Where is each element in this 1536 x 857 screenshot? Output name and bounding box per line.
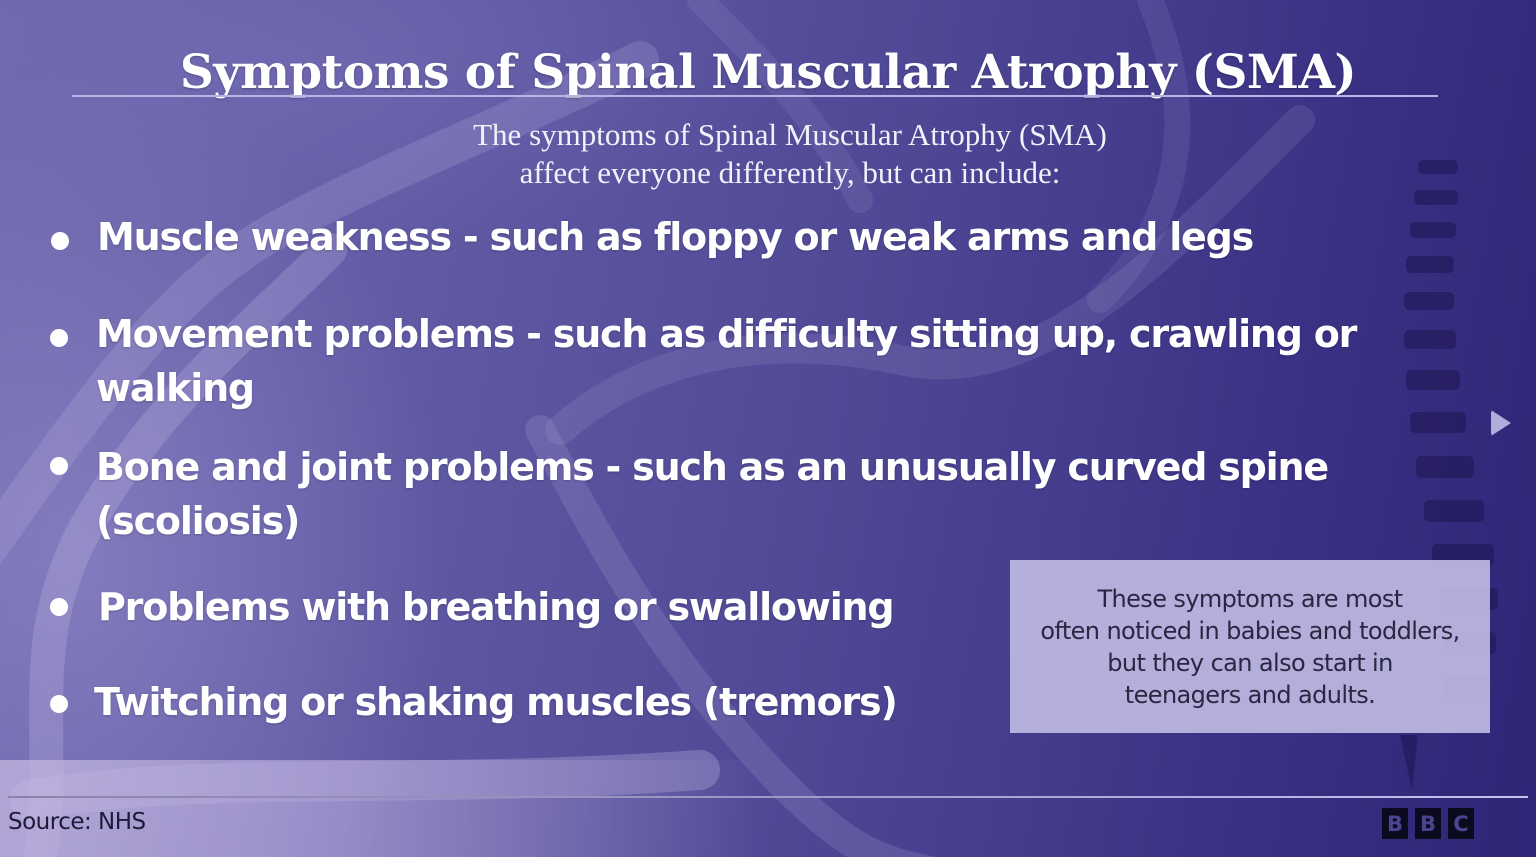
footer-background	[0, 760, 760, 857]
list-item: Muscle weakness - such as floppy or weak…	[51, 210, 1377, 264]
intro-line-2: affect everyone differently, but can inc…	[519, 155, 1061, 190]
title-divider	[72, 95, 1438, 97]
list-item-text: Problems with breathing or swallowing	[98, 585, 895, 629]
bullet-dot-icon	[51, 232, 69, 250]
bbc-logo-block-b1: B	[1382, 808, 1408, 839]
list-item-text: Movement problems - such as difficulty s…	[96, 312, 1357, 410]
bbc-logo: B B C	[1382, 808, 1474, 839]
list-item-text: Bone and joint problems - such as an unu…	[96, 445, 1329, 543]
list-item: Problems with breathing or swallowing	[50, 580, 978, 634]
info-note-box: These symptoms are most often noticed in…	[1010, 560, 1490, 733]
list-item: Twitching or shaking muscles (tremors)	[50, 675, 974, 729]
intro-line-1: The symptoms of Spinal Muscular Atrophy …	[473, 117, 1107, 152]
symptom-list: Muscle weakness - such as floppy or weak…	[50, 210, 1396, 729]
list-item: Bone and joint problems - such as an unu…	[50, 440, 1396, 548]
info-note-text: These symptoms are most often noticed in…	[1040, 584, 1460, 709]
list-item-text: Muscle weakness - such as floppy or weak…	[97, 215, 1254, 259]
source-credit: Source: NHS	[8, 809, 146, 835]
intro-text: The symptoms of Spinal Muscular Atrophy …	[380, 116, 1200, 192]
page-title: Symptoms of Spinal Muscular Atrophy (SMA…	[179, 45, 1357, 101]
bullet-dot-icon	[50, 329, 68, 347]
bullet-dot-icon	[50, 695, 68, 713]
bbc-logo-block-b2: B	[1415, 808, 1441, 839]
bullet-dot-icon	[50, 598, 68, 616]
list-item: Movement problems - such as difficulty s…	[50, 307, 1386, 415]
bbc-logo-block-c: C	[1448, 808, 1474, 839]
bullet-dot-icon	[50, 457, 68, 475]
next-slide-arrow-icon[interactable]	[1491, 410, 1511, 436]
footer-divider	[8, 796, 1528, 798]
list-item-text: Twitching or shaking muscles (tremors)	[94, 680, 898, 724]
